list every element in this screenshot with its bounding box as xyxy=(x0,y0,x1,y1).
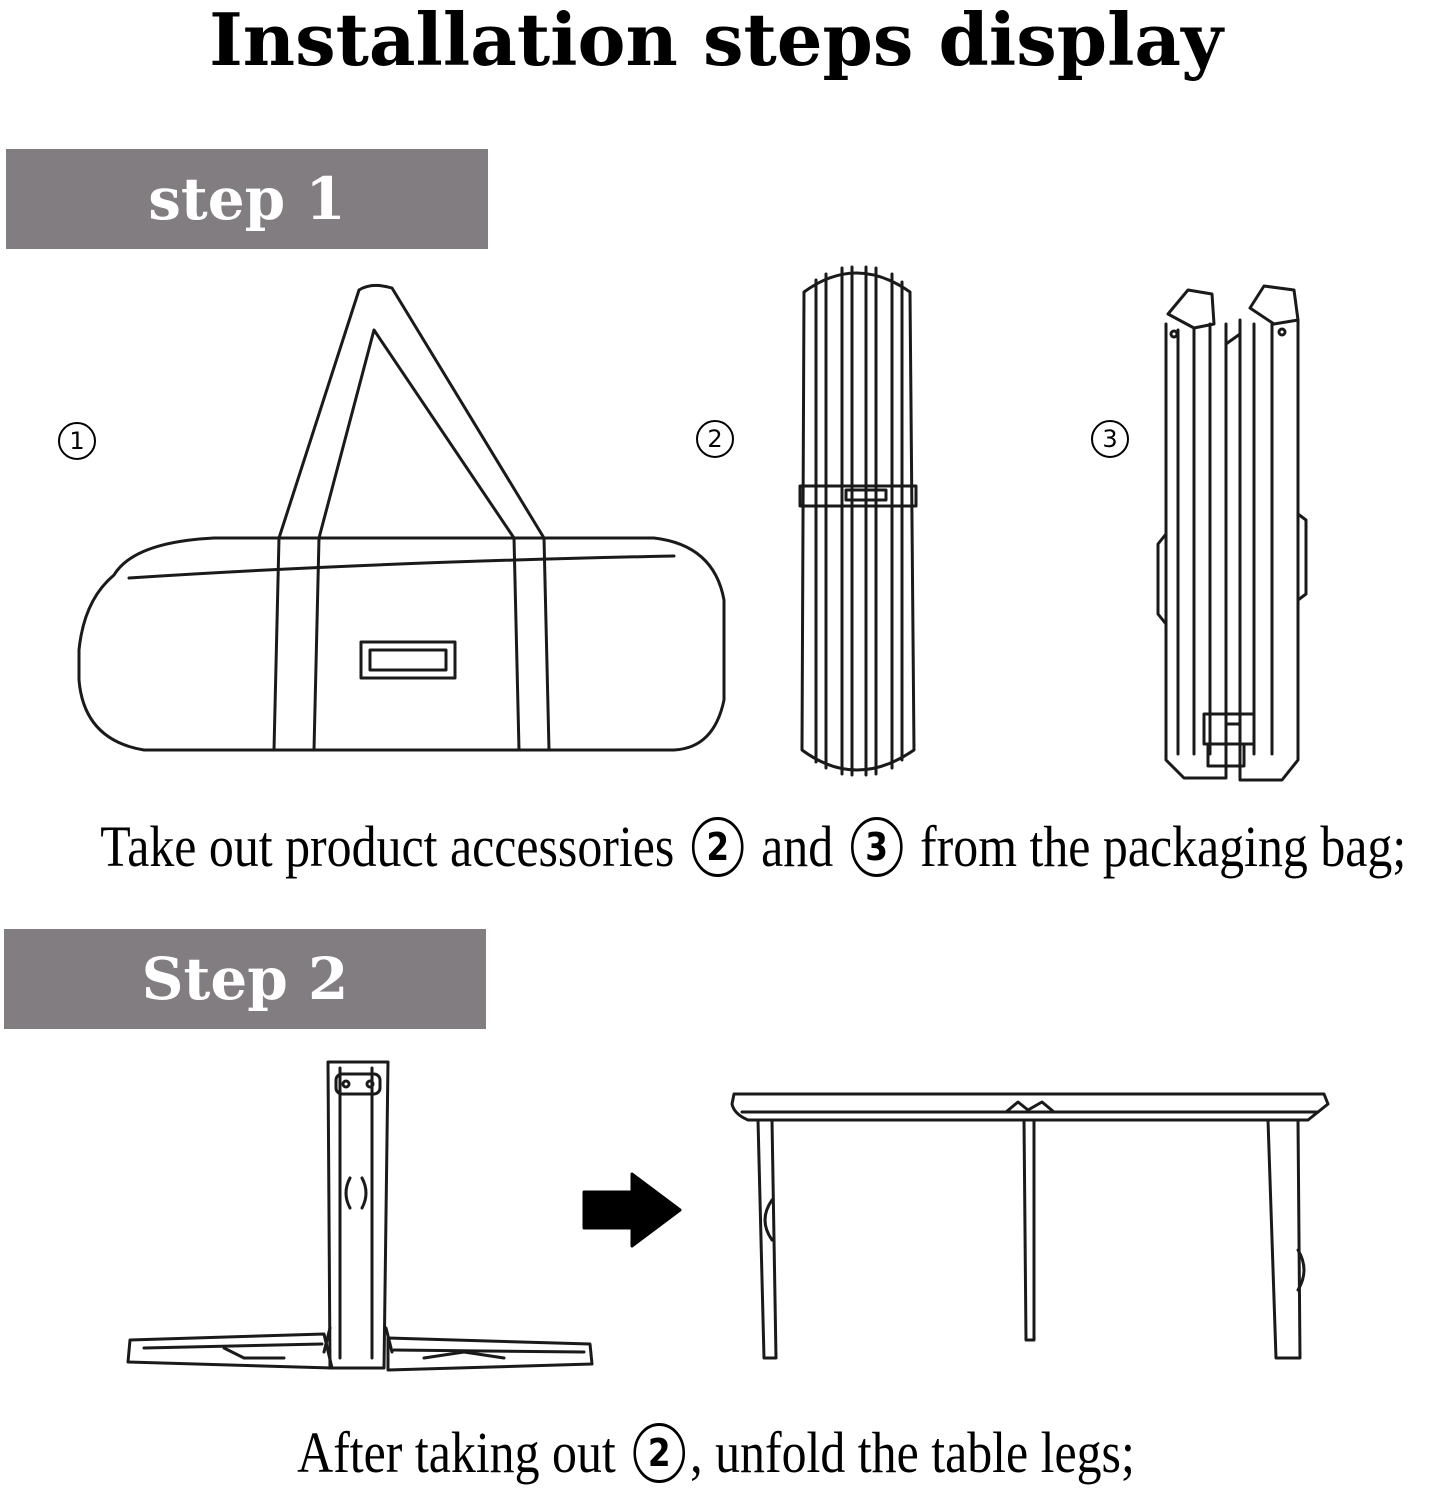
folded-frame-icon xyxy=(1156,284,1308,782)
table-frame-icon xyxy=(730,1092,1330,1360)
item-marker-3: 3 xyxy=(1091,420,1129,458)
circled-number-2: 2 xyxy=(633,1422,685,1483)
caption-text: and xyxy=(761,814,834,879)
circled-number-2: 2 xyxy=(691,816,744,877)
folded-legs-icon xyxy=(126,1060,594,1372)
item-marker-2: 2 xyxy=(696,420,734,458)
step-2-banner: Step 2 xyxy=(4,929,486,1029)
caption-text: Take out product accessories xyxy=(100,814,675,879)
circled-number-3: 3 xyxy=(850,816,903,877)
item-marker-1: 1 xyxy=(58,422,96,460)
caption-text: , unfold the table legs; xyxy=(690,1420,1135,1485)
caption-text: from the packaging bag; xyxy=(920,814,1407,879)
step-1-banner: step 1 xyxy=(6,149,488,249)
caption-text: After taking out xyxy=(297,1420,616,1485)
step-2-caption: After taking out 2, unfold the table leg… xyxy=(100,1418,1332,1489)
page-title: Installation steps display xyxy=(209,0,1223,82)
arrow-right-icon xyxy=(582,1172,682,1248)
rolled-tabletop-icon xyxy=(798,265,918,777)
carry-bag-icon xyxy=(77,283,726,752)
step-1-caption: Take out product accessories 2 and 3 fro… xyxy=(100,812,1406,883)
